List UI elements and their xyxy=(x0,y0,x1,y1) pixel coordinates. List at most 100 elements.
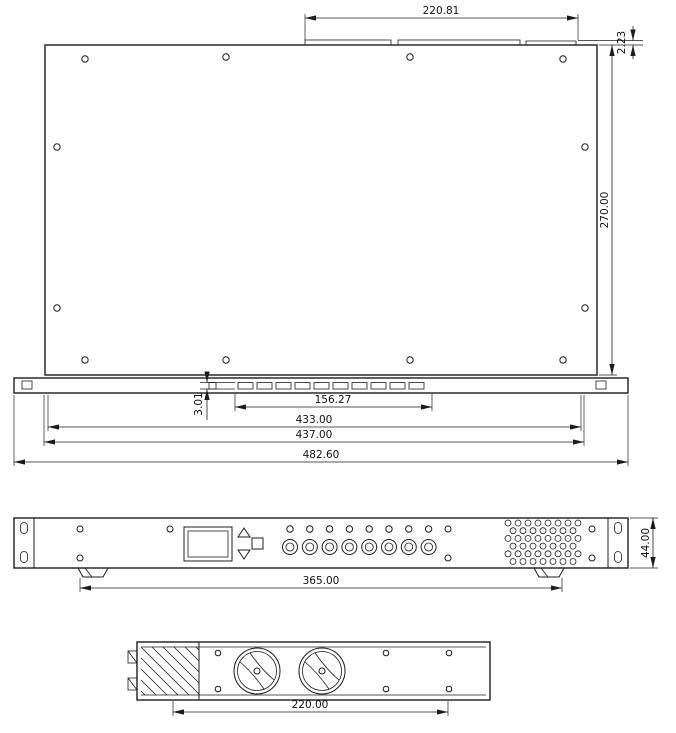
screw-hole xyxy=(445,685,453,693)
screw-hole xyxy=(382,685,390,693)
fan-icon xyxy=(233,647,281,695)
vent-hole xyxy=(549,542,557,550)
vent-hole xyxy=(519,527,527,535)
fan-icon xyxy=(298,647,346,695)
vent-hole xyxy=(544,519,552,527)
vent-hole xyxy=(539,558,547,565)
flange-end-slot xyxy=(21,380,33,390)
screw-hole xyxy=(581,304,589,312)
vent-hole xyxy=(514,550,522,558)
vent-hole xyxy=(504,550,512,558)
screw-hole xyxy=(81,356,89,364)
vent-hole xyxy=(504,519,512,527)
screw-hole xyxy=(81,55,89,63)
vent-hole xyxy=(554,535,562,542)
vent-hole xyxy=(539,542,547,550)
vent-slot xyxy=(370,382,387,390)
screw-hole xyxy=(214,685,222,693)
led-indicator xyxy=(286,525,294,533)
vent-hole xyxy=(524,535,532,542)
led-indicator xyxy=(325,525,334,533)
side-tab xyxy=(127,677,138,691)
dim-label-rear-width: 220.81 xyxy=(423,5,460,17)
dim-label-overall-width: 482.60 xyxy=(303,449,340,461)
screw-hole xyxy=(444,525,452,533)
vent-hole xyxy=(544,535,552,542)
vent-slot xyxy=(237,382,254,390)
hatch-line xyxy=(184,646,200,662)
vent-hole xyxy=(509,527,517,535)
push-button-cap xyxy=(344,542,354,552)
vent-hole xyxy=(574,519,582,527)
vent-hole xyxy=(524,519,532,527)
panel-foot-hatch xyxy=(540,567,549,578)
vent-hole xyxy=(514,535,522,542)
push-button-cap xyxy=(364,542,374,552)
vent-hole xyxy=(529,542,537,550)
screw-hole xyxy=(76,525,84,533)
top-cover-outline xyxy=(44,44,598,376)
dim-label-slot-span: 156.27 xyxy=(315,394,352,406)
screw-hole xyxy=(588,554,596,562)
led-indicator xyxy=(424,525,433,533)
vent-hole xyxy=(549,527,557,535)
vent-hole xyxy=(574,550,582,558)
vent-grid xyxy=(504,519,582,565)
vent-hole xyxy=(569,527,577,535)
push-button xyxy=(321,539,338,555)
screw-hole xyxy=(214,649,222,657)
screw-hole xyxy=(53,143,61,151)
dim-label-chassis-width: 437.00 xyxy=(296,429,333,441)
mounting-slot xyxy=(20,551,28,563)
vent-hole xyxy=(559,558,567,565)
rack-flange-outline xyxy=(13,377,629,394)
bottom-screws xyxy=(214,649,453,693)
vent-slot xyxy=(389,382,406,390)
screw-hole xyxy=(76,554,84,562)
push-button-cap xyxy=(305,542,315,552)
led-indicator xyxy=(385,525,393,533)
vent-hole xyxy=(539,527,547,535)
push-button-cap xyxy=(424,542,434,552)
side-tab-hatch xyxy=(127,677,138,691)
side-tab-hatch xyxy=(127,650,138,664)
panel-foot xyxy=(77,567,109,578)
screw-hole xyxy=(382,649,390,657)
screw-hole xyxy=(445,649,453,657)
push-button xyxy=(381,539,397,555)
push-button-cap xyxy=(285,542,295,552)
vent-slot xyxy=(408,382,425,390)
led-indicator xyxy=(345,525,354,533)
screw-hole xyxy=(406,53,414,61)
hatch-line xyxy=(140,646,190,696)
vent-hole xyxy=(574,535,582,542)
screw-hole xyxy=(222,356,230,364)
down-arrow-button xyxy=(237,549,251,560)
hatch-line xyxy=(140,679,157,696)
enter-button xyxy=(251,537,264,550)
vent-slot xyxy=(313,382,330,390)
gusset-hatch xyxy=(140,646,200,696)
button-row xyxy=(282,525,437,555)
vent-hole xyxy=(564,519,572,527)
lcd-display xyxy=(183,526,233,562)
lcd-display-window xyxy=(187,530,229,558)
vent-hole xyxy=(534,535,542,542)
screw-hole xyxy=(559,55,567,63)
hatch-line xyxy=(140,690,146,696)
vent-slot xyxy=(332,382,349,390)
push-button-cap xyxy=(384,542,394,552)
push-button xyxy=(282,539,298,555)
vent-hole xyxy=(554,519,562,527)
panel-foot-hatch xyxy=(84,567,93,578)
push-button xyxy=(301,539,318,555)
hatch-line xyxy=(195,646,200,651)
vent-hole xyxy=(534,519,542,527)
vent-hole xyxy=(519,558,527,565)
dim-label-mount-span: 220.00 xyxy=(292,699,329,711)
dim-label-rear-offset: 2.23 xyxy=(616,31,628,54)
hatch-line xyxy=(162,646,200,684)
mounting-slot xyxy=(20,522,28,534)
up-arrow-button xyxy=(237,527,251,538)
rear-connector-cutout xyxy=(304,39,392,46)
